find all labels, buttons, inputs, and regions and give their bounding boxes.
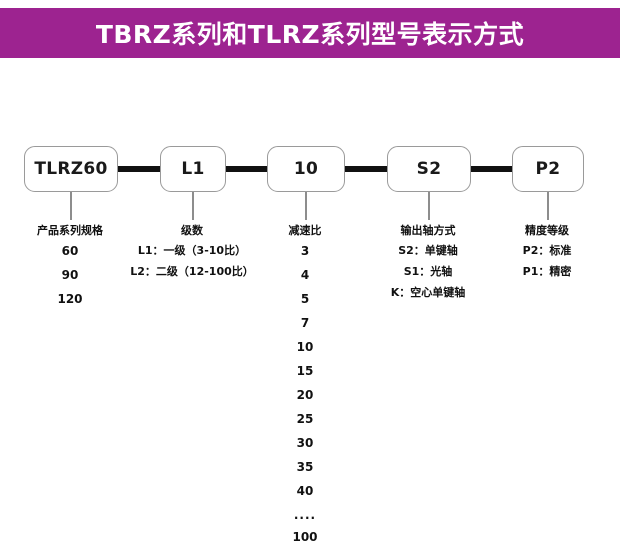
column-output-shaft-header: 输出轴方式 [400, 224, 456, 237]
drop-line-stage [192, 192, 194, 220]
connector-2 [225, 166, 267, 172]
drop-line-precision [547, 192, 549, 220]
column-stage-count-item: L1：一级（3-10比） [137, 244, 247, 257]
column-series-spec-header: 产品系列规格 [37, 224, 103, 237]
model-box-shaft[interactable]: S2 [387, 146, 471, 192]
model-box-stage-label: L1 [181, 159, 205, 179]
column-series-spec-item: 90 [61, 268, 79, 282]
column-output-shaft-item: S2：单键轴 [398, 244, 458, 257]
drop-line-ratio [305, 192, 307, 220]
column-reduction-ratio-item: 3 [300, 244, 310, 258]
column-precision-grade-header: 精度等级 [525, 224, 569, 237]
model-box-series-label: TLRZ60 [34, 159, 108, 179]
column-output-shaft-item: S1：光轴 [403, 265, 453, 278]
column-stage-count-header: 级数 [181, 224, 203, 237]
model-box-stage[interactable]: L1 [160, 146, 226, 192]
column-precision-grade-item: P1：精密 [522, 265, 572, 278]
column-reduction-ratio-item: 40 [296, 484, 314, 498]
title-bar: TBRZ系列和TLRZ系列型号表示方式 [0, 8, 620, 58]
model-box-precision-label: P2 [535, 159, 561, 179]
column-reduction-ratio-item: 10 [296, 340, 314, 354]
connector-1 [118, 166, 160, 172]
column-series-spec-item: 60 [61, 244, 79, 258]
column-reduction-ratio-item: 35 [296, 460, 314, 474]
column-reduction-ratio-item: 4 [300, 268, 310, 282]
model-code-diagram: TLRZ60 L1 10 S2 P2 产品系列规格 60 90 120 级数 L… [0, 58, 620, 543]
connector-3 [345, 166, 387, 172]
drop-line-series [70, 192, 72, 220]
model-box-ratio-label: 10 [293, 159, 319, 179]
column-precision-grade: 精度等级 P2：标准 P1：精密 [497, 222, 597, 287]
column-series-spec-item: 120 [57, 292, 83, 306]
model-box-ratio[interactable]: 10 [267, 146, 345, 192]
column-reduction-ratio: 减速比 3 4 5 7 10 15 20 25 30 35 40 .... 10… [265, 222, 345, 555]
column-reduction-ratio-item: 30 [296, 436, 314, 450]
column-output-shaft: 输出轴方式 S2：单键轴 S1：光轴 K：空心单键轴 [378, 222, 478, 308]
column-stage-count-item: L2：二级（12-100比） [130, 265, 254, 278]
column-series-spec: 产品系列规格 60 90 120 [10, 222, 130, 317]
model-box-precision[interactable]: P2 [512, 146, 584, 192]
column-output-shaft-item: K：空心单键轴 [390, 286, 466, 299]
column-reduction-ratio-item: .... [293, 508, 317, 522]
connector-4 [470, 166, 512, 172]
column-reduction-ratio-item: 7 [300, 316, 310, 330]
model-box-series[interactable]: TLRZ60 [24, 146, 118, 192]
model-box-shaft-label: S2 [416, 159, 442, 179]
column-stage-count: 级数 L1：一级（3-10比） L2：二级（12-100比） [112, 222, 272, 287]
column-reduction-ratio-item: 5 [300, 292, 310, 306]
column-reduction-ratio-item: 100 [292, 530, 318, 544]
drop-line-shaft [428, 192, 430, 220]
column-reduction-ratio-item: 20 [296, 388, 314, 402]
column-precision-grade-item: P2：标准 [522, 244, 572, 257]
column-reduction-ratio-header: 减速比 [288, 224, 322, 237]
page-title: TBRZ系列和TLRZ系列型号表示方式 [95, 20, 525, 49]
column-reduction-ratio-item: 15 [296, 364, 314, 378]
column-reduction-ratio-item: 25 [296, 412, 314, 426]
